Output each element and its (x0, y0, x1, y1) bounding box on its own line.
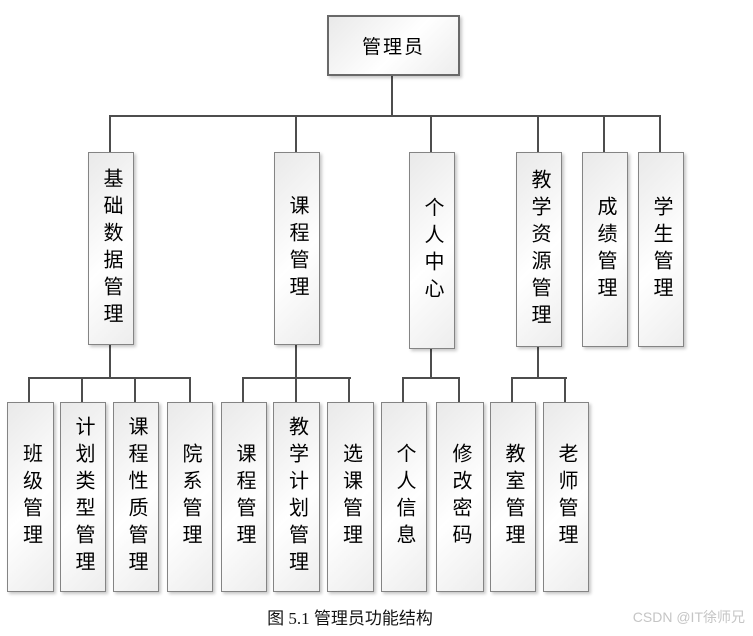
connector-line (295, 115, 297, 152)
connector-line (537, 342, 539, 378)
connector-line (81, 377, 83, 403)
node-grade-mgmt-label: 成绩管理 (594, 195, 616, 304)
node-change-password: 修改密码 (436, 402, 484, 592)
connector-line (564, 377, 566, 403)
node-department-mgmt: 院系管理 (167, 402, 213, 592)
node-course-nature-mgmt: 课程性质管理 (113, 402, 159, 592)
connector-line (134, 377, 136, 403)
node-change-password-label: 修改密码 (449, 443, 471, 551)
connector-line (511, 377, 513, 403)
connector-line (511, 377, 567, 379)
connector-line (659, 115, 661, 152)
node-teacher-mgmt-label: 老师管理 (555, 443, 577, 551)
connector-line (348, 377, 350, 403)
node-personal-center-label: 个人中心 (421, 196, 443, 305)
connector-line (28, 377, 30, 403)
figure-caption: 图 5.1 管理员功能结构 (267, 609, 433, 628)
node-basic-data-mgmt: 基础数据管理 (88, 152, 134, 345)
csdn-watermark: CSDN @IT徐师兄 (632, 609, 745, 625)
node-classroom-mgmt-label: 教室管理 (502, 443, 524, 551)
node-teaching-plan-mgmt: 教学计划管理 (273, 402, 320, 592)
connector-line (430, 342, 432, 379)
connector-line (458, 377, 460, 403)
node-course-mgmt: 课程管理 (274, 152, 320, 345)
node-course-nature-mgmt-label: 课程性质管理 (125, 416, 147, 578)
connector-line (603, 115, 605, 152)
connector-line (189, 377, 191, 403)
node-student-mgmt: 学生管理 (638, 152, 684, 347)
node-admin-label: 管理员 (361, 37, 425, 58)
node-admin: 管理员 (327, 15, 460, 76)
connector-line (402, 377, 404, 403)
node-course-selection-mgmt-label: 选课管理 (339, 443, 362, 551)
node-course-mgmt-label: 课程管理 (286, 194, 308, 303)
node-teaching-resource-mgmt: 教学资源管理 (516, 152, 562, 347)
connector-line (109, 342, 111, 378)
node-basic-data-mgmt-label: 基础数据管理 (100, 167, 122, 330)
connector-line (537, 115, 539, 152)
node-personal-center: 个人中心 (409, 152, 455, 349)
node-class-mgmt: 班级管理 (7, 402, 54, 592)
node-teaching-plan-mgmt-label: 教学计划管理 (285, 416, 308, 578)
node-grade-mgmt: 成绩管理 (582, 152, 628, 347)
node-plan-type-mgmt: 计划类型管理 (60, 402, 106, 592)
node-department-mgmt-label: 院系管理 (179, 443, 201, 551)
connector-line (28, 377, 191, 379)
node-student-mgmt-label: 学生管理 (650, 195, 672, 304)
node-teaching-resource-mgmt-label: 教学资源管理 (528, 168, 550, 331)
connector-line (109, 115, 111, 152)
connector-line (430, 115, 432, 152)
connector-line (109, 115, 661, 117)
node-course-mgmt-sub: 课程管理 (221, 402, 267, 592)
node-course-selection-mgmt: 选课管理 (327, 402, 374, 592)
connector-line (295, 377, 297, 403)
node-classroom-mgmt: 教室管理 (490, 402, 536, 592)
connector-line (295, 342, 297, 378)
node-plan-type-mgmt-label: 计划类型管理 (72, 416, 94, 578)
node-personal-info-label: 个人信息 (393, 443, 415, 551)
node-course-mgmt-sub-label: 课程管理 (233, 443, 255, 551)
node-personal-info: 个人信息 (381, 402, 427, 592)
connector-line (391, 72, 393, 116)
node-class-mgmt-label: 班级管理 (19, 443, 42, 551)
connector-line (242, 377, 244, 403)
connector-line (402, 377, 460, 379)
node-teacher-mgmt: 老师管理 (543, 402, 589, 592)
